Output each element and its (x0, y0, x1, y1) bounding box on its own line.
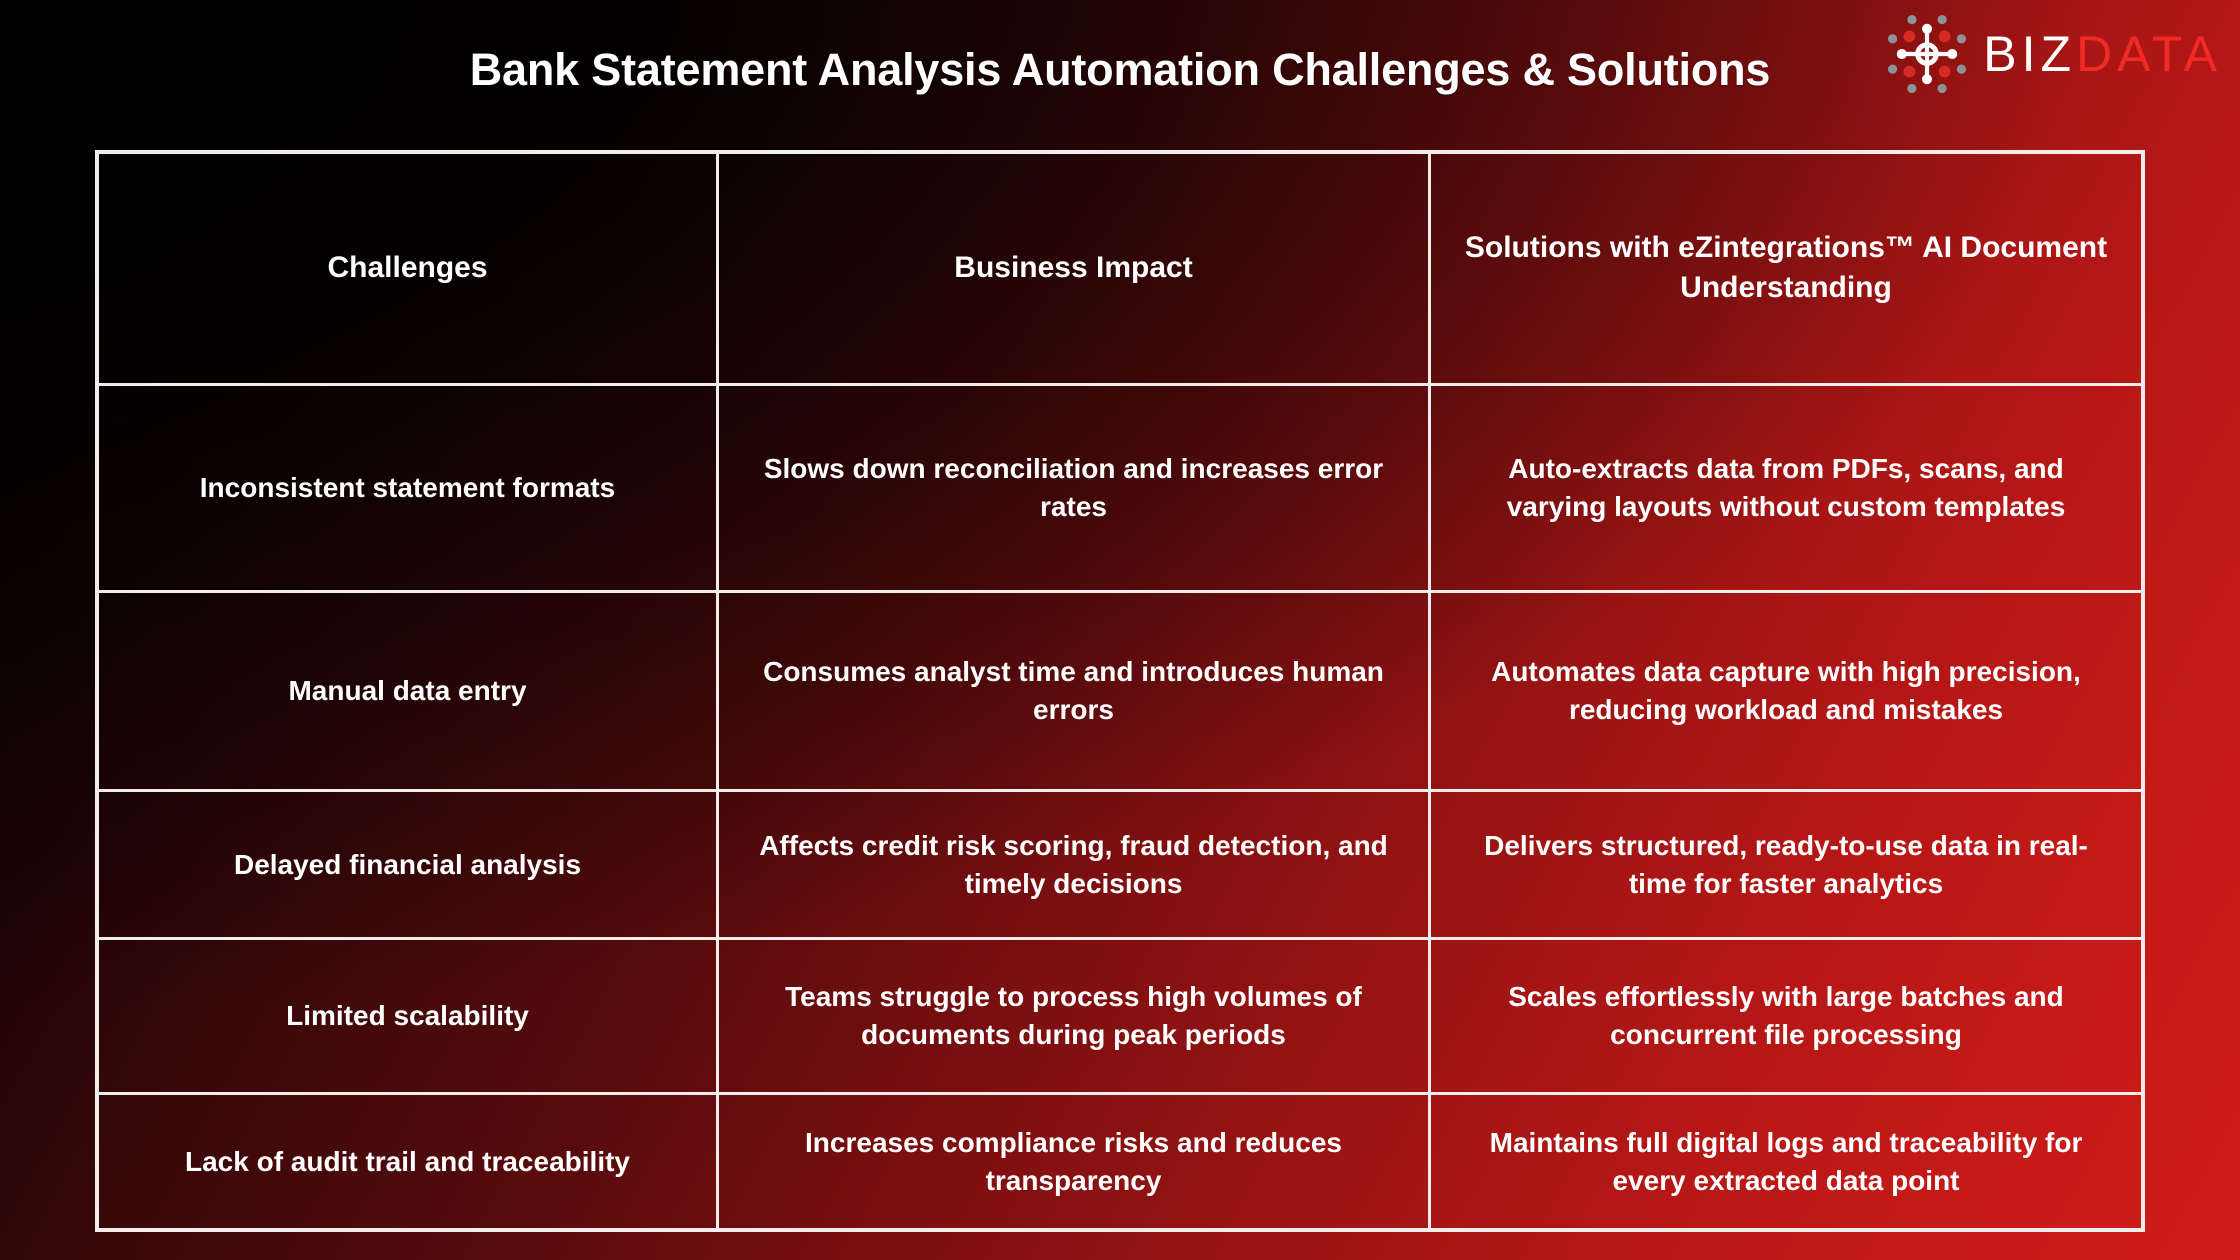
brand-word-data: DATA (2076, 26, 2222, 82)
brand-word-biz: BIZ (1983, 26, 2077, 82)
brand-logo: BIZDATA (1885, 12, 2222, 96)
cell-solution-text: Automates data capture with high precisi… (1491, 656, 2081, 725)
cell-solution-text: Delivers structured, ready-to-use data i… (1484, 830, 2088, 899)
cell-impact: Teams struggle to process high volumes o… (719, 940, 1431, 1093)
page-header: Bank Statement Analysis Automation Chall… (0, 0, 2240, 150)
cell-challenge: Limited scalability (99, 940, 719, 1093)
page-title: Bank Statement Analysis Automation Chall… (469, 44, 1771, 95)
cell-impact-text: Affects credit risk scoring, fraud detec… (759, 830, 1388, 899)
cell-solution: Scales effortlessly with large batches a… (1431, 940, 2141, 1092)
cell-challenge-text: Manual data entry (288, 675, 527, 707)
cell-solution: Auto-extracts data from PDFs, scans, and… (1431, 386, 2141, 590)
table-row: Manual data entry Consumes analyst time … (99, 592, 2141, 793)
table-row: Inconsistent statement formats Slows dow… (99, 385, 2141, 593)
column-header-challenges-label: Challenges (327, 251, 488, 285)
cell-impact-text: Teams struggle to process high volumes o… (785, 981, 1362, 1051)
cell-challenge: Delayed financial analysis (99, 792, 719, 938)
column-header-solutions-label: Solutions with eZintegrations™ AI Docume… (1464, 230, 2108, 305)
cell-challenge: Manual data entry (99, 592, 719, 790)
cell-impact-text: Increases compliance risks and reduces t… (805, 1126, 1342, 1196)
cell-challenge-text: Inconsistent statement formats (199, 471, 616, 503)
network-nodes-icon (1885, 12, 1969, 96)
column-header-challenges: Challenges (99, 154, 719, 383)
table-row: Lack of audit trail and traceability Inc… (99, 1095, 2141, 1228)
column-header-business-impact-label: Business Impact (954, 251, 1193, 285)
cell-impact-text: Consumes analyst time and introduces hum… (763, 656, 1384, 725)
cell-solution-text: Auto-extracts data from PDFs, scans, and… (1506, 452, 2066, 522)
cell-challenge: Inconsistent statement formats (99, 385, 719, 590)
cell-impact: Increases compliance risks and reduces t… (719, 1095, 1431, 1228)
cell-solution-text: Maintains full digital logs and traceabi… (1489, 1126, 2083, 1196)
table-row: Delayed financial analysis Affects credi… (99, 792, 2141, 941)
column-header-solutions: Solutions with eZintegrations™ AI Docume… (1431, 154, 2141, 383)
table-header-row: Challenges Business Impact Solutions wit… (99, 154, 2141, 386)
cell-challenge: Lack of audit trail and traceability (99, 1095, 719, 1228)
cell-impact: Consumes analyst time and introduces hum… (719, 592, 1431, 790)
cell-challenge-text: Lack of audit trail and traceability (184, 1145, 630, 1177)
cell-solution: Maintains full digital logs and traceabi… (1431, 1095, 2141, 1228)
challenges-solutions-table: Challenges Business Impact Solutions wit… (95, 150, 2145, 1232)
cell-challenge-text: Limited scalability (286, 1000, 529, 1032)
brand-wordmark: BIZDATA (1983, 29, 2222, 79)
table-row: Limited scalability Teams struggle to pr… (99, 940, 2141, 1096)
cell-impact: Affects credit risk scoring, fraud detec… (719, 792, 1431, 938)
cell-solution-text: Scales effortlessly with large batches a… (1508, 981, 2064, 1051)
cell-solution: Delivers structured, ready-to-use data i… (1431, 792, 2141, 937)
cell-challenge-text: Delayed financial analysis (233, 848, 582, 880)
cell-solution: Automates data capture with high precisi… (1431, 593, 2141, 790)
column-header-business-impact: Business Impact (719, 154, 1431, 383)
cell-impact: Slows down reconciliation and increases … (719, 385, 1431, 590)
cell-impact-text: Slows down reconciliation and increases … (763, 452, 1384, 522)
